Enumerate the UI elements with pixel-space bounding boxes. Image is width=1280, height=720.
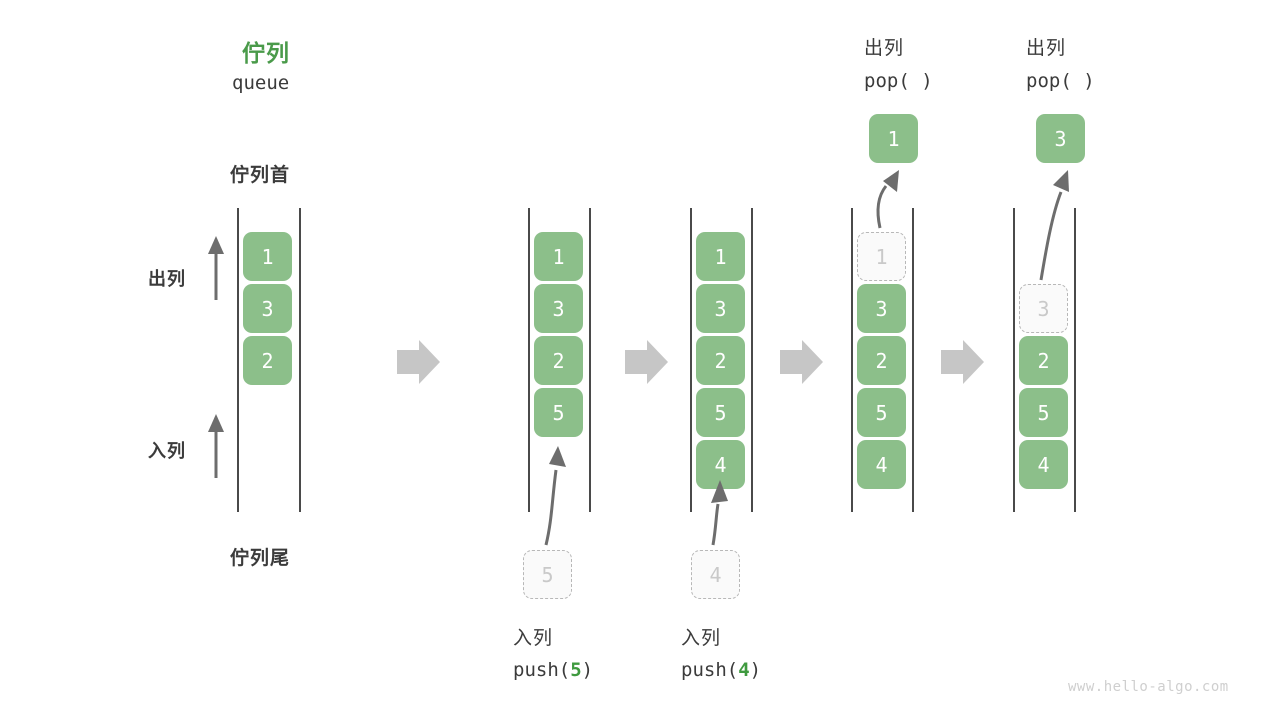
rail-left-stage-0 (237, 208, 239, 512)
transition-arrow-icon (780, 340, 823, 384)
popped-cell: 3 (1036, 114, 1085, 163)
dequeue-side-label: 出列 (148, 269, 186, 289)
transition-arrow-icon (625, 340, 668, 384)
push-code-arg: 4 (738, 659, 750, 681)
push-caption-code: push(4) (681, 659, 761, 681)
push-caption-cn: 入列 (681, 628, 722, 649)
enqueue-direction-arrow-icon (208, 414, 224, 478)
queue-cell: 2 (534, 336, 583, 385)
rail-right-stage-2 (751, 208, 753, 512)
rail-left-stage-2 (690, 208, 692, 512)
pop-caption-code: pop( ) (1026, 70, 1095, 92)
queue-cell: 5 (857, 388, 906, 437)
queue-cell-ghost: 1 (857, 232, 906, 281)
queue-tail-label: 佇列尾 (230, 548, 291, 569)
queue-cell: 1 (534, 232, 583, 281)
pop-caption-cn: 出列 (864, 38, 905, 59)
queue-cell: 3 (534, 284, 583, 333)
watermark: www.hello-algo.com (1068, 679, 1229, 695)
rail-left-stage-4 (1013, 208, 1015, 512)
transition-arrow-icon (941, 340, 984, 384)
push-arrow-5-icon (544, 446, 566, 546)
pop-caption-cn: 出列 (1026, 38, 1067, 59)
push-code-arg: 5 (570, 659, 582, 681)
queue-cell: 4 (857, 440, 906, 489)
rail-right-stage-1 (589, 208, 591, 512)
enqueue-side-label: 入列 (148, 441, 186, 461)
push-caption-code: push(5) (513, 659, 593, 681)
push-code-suffix: ) (581, 659, 594, 681)
rail-left-stage-1 (528, 208, 530, 512)
queue-cell: 2 (243, 336, 292, 385)
queue-cell: 4 (1019, 440, 1068, 489)
pop-caption-code: pop( ) (864, 70, 933, 92)
pop-arrow-3-icon (1039, 170, 1069, 281)
queue-cell: 4 (696, 440, 745, 489)
queue-cell: 2 (1019, 336, 1068, 385)
queue-cell: 2 (857, 336, 906, 385)
queue-head-label: 佇列首 (230, 165, 291, 186)
transition-arrow-icon (397, 340, 440, 384)
incoming-cell: 4 (691, 550, 740, 599)
queue-cell-ghost: 3 (1019, 284, 1068, 333)
queue-cell: 3 (243, 284, 292, 333)
popped-cell: 1 (869, 114, 918, 163)
rail-right-stage-4 (1074, 208, 1076, 512)
page-title-en: queue (232, 72, 290, 94)
queue-cell: 3 (696, 284, 745, 333)
incoming-cell: 5 (523, 550, 572, 599)
push-code-prefix: push( (513, 659, 571, 681)
page-title-cn: 佇列 (242, 40, 290, 66)
dequeue-direction-arrow-icon (208, 236, 224, 300)
pop-arrow-1-icon (876, 170, 899, 229)
rail-right-stage-0 (299, 208, 301, 512)
queue-cell: 1 (696, 232, 745, 281)
push-code-suffix: ) (749, 659, 762, 681)
push-code-prefix: push( (681, 659, 739, 681)
queue-cell: 5 (696, 388, 745, 437)
push-arrow-4-icon (711, 480, 728, 546)
rail-right-stage-3 (912, 208, 914, 512)
queue-cell: 3 (857, 284, 906, 333)
queue-cell: 1 (243, 232, 292, 281)
rail-left-stage-3 (851, 208, 853, 512)
queue-cell: 5 (534, 388, 583, 437)
push-caption-cn: 入列 (513, 628, 554, 649)
queue-cell: 2 (696, 336, 745, 385)
queue-cell: 5 (1019, 388, 1068, 437)
